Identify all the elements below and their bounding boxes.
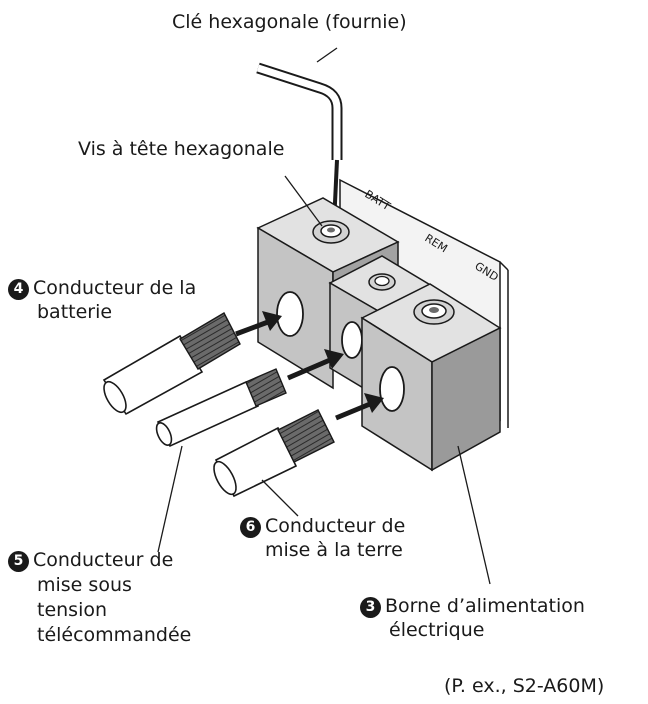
callout-6-badge: 6 (240, 517, 261, 538)
callout-4-badge: 4 (8, 279, 29, 300)
example-model-note: (P. ex., S2-A60M) (444, 675, 605, 697)
hex-screw-label: Vis à tête hexagonale (78, 138, 285, 160)
hex-key-label: Clé hexagonale (fournie) (172, 11, 407, 33)
remote-wire-label-line1: Conducteur de (33, 549, 174, 571)
ground-wire (213, 409, 335, 498)
remote-wire-label-line2: mise sous (37, 574, 132, 596)
callout-5-badge: 5 (8, 551, 29, 572)
gnd-hex-screw (413, 299, 455, 325)
ground-wire-label-line1: Conducteur de (265, 515, 406, 537)
remote-wire (155, 368, 287, 448)
hex-key-leader (316, 47, 338, 63)
remote-wire-label-line4: télécommandée (37, 624, 192, 646)
power-terminal-label-line2: électrique (389, 619, 485, 641)
ground-insert-arrow (335, 393, 384, 421)
battery-wire-label-line2: batterie (37, 301, 113, 323)
power-terminal-label-line1: Borne d’alimentation (385, 595, 585, 617)
terminal-leader (457, 445, 491, 585)
batt-hex-screw (312, 220, 350, 244)
hex-screw-leader (284, 175, 323, 227)
ground-wire-leader (261, 479, 299, 517)
remote-insert-arrow (287, 349, 344, 381)
ground-wire-label-line2: mise à la terre (265, 539, 403, 561)
battery-wire-label-line1: Conducteur de la (33, 277, 197, 299)
battery-wire (102, 312, 241, 416)
hex-key (256, 62, 343, 160)
callout-3-badge: 3 (360, 597, 381, 618)
remote-wire-label-line3: tension (37, 599, 108, 621)
remote-wire-leader (157, 445, 183, 553)
battery-insert-arrow (235, 311, 282, 337)
